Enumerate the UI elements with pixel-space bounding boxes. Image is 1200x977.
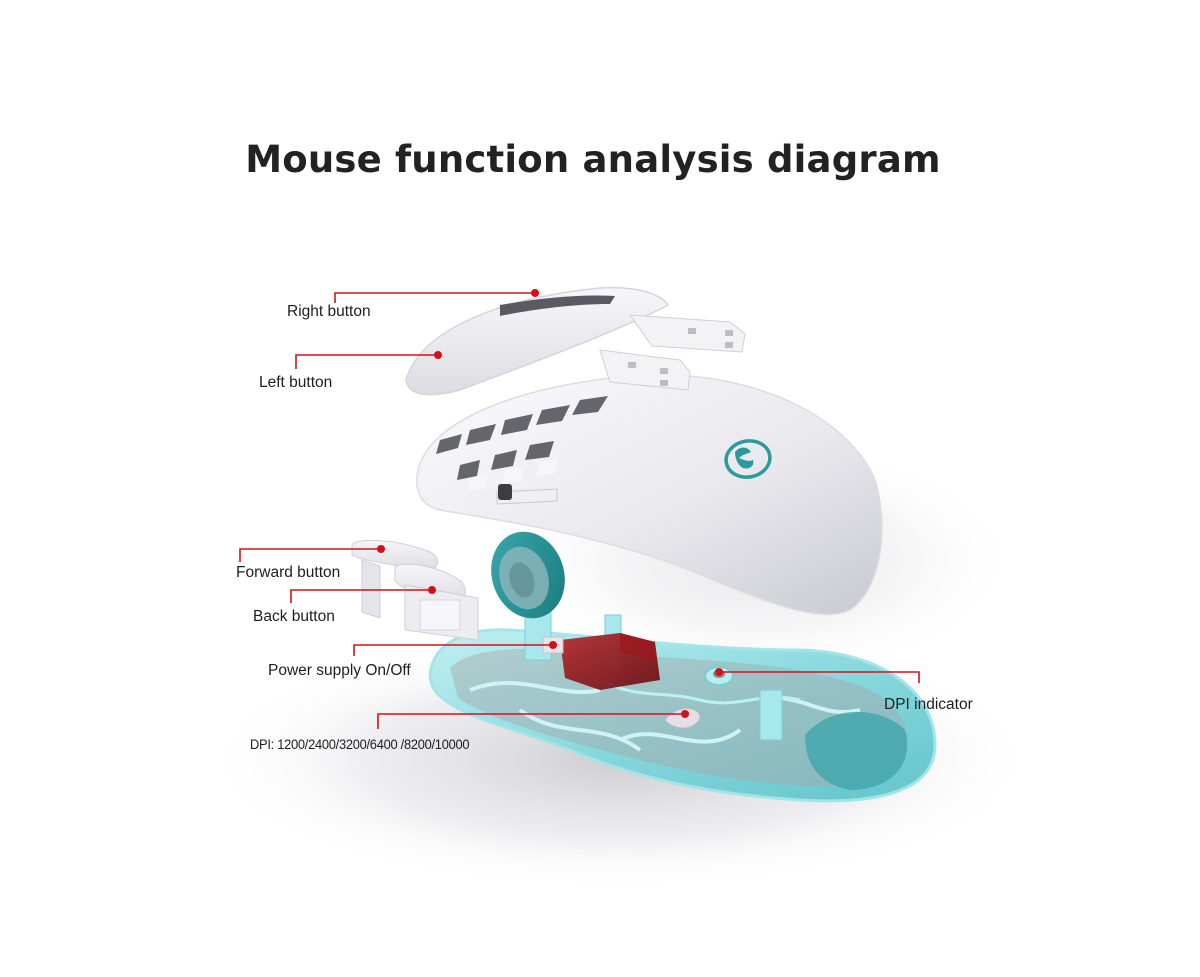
callout-lines — [239, 289, 920, 729]
left-button-label: Left button — [259, 374, 333, 391]
power-switch-label: Power supply On/Off — [268, 662, 411, 679]
power-module — [542, 633, 660, 690]
right-button-callout-dot — [531, 289, 539, 297]
forward-button-callout-line — [239, 548, 381, 562]
dpi-indicator-callout-line — [719, 671, 920, 683]
power-switch-callout-line — [353, 644, 553, 656]
scroll-wheel — [491, 531, 565, 619]
back-button-label: Back button — [253, 608, 335, 625]
left-button-callout-line — [295, 354, 438, 369]
back-button-callout-line — [290, 589, 432, 603]
forward-button-callout-dot — [377, 545, 385, 553]
page-title: Mouse function analysis diagram — [245, 138, 941, 181]
dpi-indicator-callout-dot — [715, 668, 723, 676]
side-buttons — [351, 539, 479, 641]
forward-button-label: Forward button — [236, 564, 341, 581]
dpi-button-label: DPI: 1200/2400/3200/6400 /8200/10000 — [250, 736, 470, 752]
mouse-top-shell — [416, 373, 883, 616]
right-button-label: Right button — [287, 303, 371, 320]
dpi-indicator-label: DPI indicator — [884, 696, 973, 713]
brand-logo — [724, 439, 772, 479]
back-button-callout-dot — [428, 586, 436, 594]
dpi-button-callout-dot — [681, 710, 689, 718]
left-right-buttons — [405, 286, 746, 396]
right-button-callout-line — [334, 292, 535, 303]
left-button-callout-dot — [434, 351, 442, 359]
dpi-button-callout-line — [377, 713, 685, 729]
power-switch-callout-dot — [549, 641, 557, 649]
